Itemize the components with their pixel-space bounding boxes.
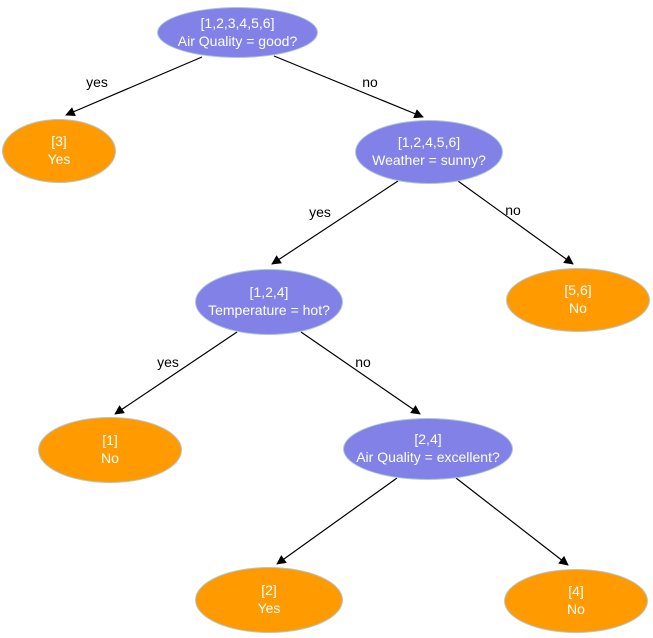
node-samples: [4]: [568, 583, 584, 600]
leaf-node-3-yes: [3] Yes: [2, 119, 116, 183]
edge-aqexcellent-leaf4: [455, 477, 569, 566]
node-samples: [2]: [261, 582, 277, 599]
decision-node-weather-sunny: [1,2,4,5,6] Weather = sunny?: [355, 120, 503, 184]
node-answer: No: [101, 450, 119, 466]
node-question: Air Quality = good?: [177, 32, 298, 49]
leaf-node-1-no: [1] No: [38, 417, 182, 483]
node-question: Temperature = hot?: [208, 302, 330, 318]
decision-node-air-quality-excellent: [2,4] Air Quality = excellent?: [343, 418, 513, 480]
node-samples: [1]: [102, 432, 118, 449]
edge-label-yes: yes: [157, 354, 179, 370]
edge-label-no: no: [505, 202, 521, 218]
edge-label-yes: yes: [309, 204, 331, 220]
decision-node-temperature-hot: [1,2,4] Temperature = hot?: [195, 269, 343, 335]
edge-root-weather: [273, 55, 424, 119]
edge-label-yes: yes: [86, 74, 108, 90]
node-samples: [5,6]: [564, 282, 592, 299]
edge-aqexcellent-leaf2: [276, 477, 398, 565]
edge-weather-leaf56: [457, 180, 574, 265]
node-answer: No: [569, 300, 587, 316]
node-samples: [1,2,4,5,6]: [397, 134, 461, 151]
leaf-node-2-yes: [2] Yes: [195, 567, 343, 633]
edge-weather-temp: [271, 180, 399, 265]
decision-node-air-quality-good: [1,2,3,4,5,6] Air Quality = good?: [157, 7, 318, 58]
edge-temp-leaf1: [114, 331, 238, 415]
node-question: Air Quality = excellent?: [356, 449, 500, 465]
node-answer: No: [567, 601, 585, 617]
edge-label-no: no: [355, 354, 371, 370]
node-samples: [3]: [51, 133, 67, 150]
leaf-node-4-no: [4] No: [504, 569, 648, 633]
edge-label-no: no: [362, 74, 378, 90]
node-samples: [2,4]: [414, 431, 442, 448]
node-answer: Yes: [257, 600, 281, 616]
node-answer: Yes: [47, 151, 71, 167]
node-question: Weather = sunny?: [372, 152, 486, 168]
edge-root-leaf3: [65, 56, 203, 117]
node-samples: [1,2,4]: [249, 284, 289, 301]
node-samples: [1,2,3,4,5,6]: [200, 14, 275, 31]
leaf-node-5-6-no: [5,6] No: [506, 268, 650, 332]
edge-temp-aqexcellent: [300, 331, 421, 415]
